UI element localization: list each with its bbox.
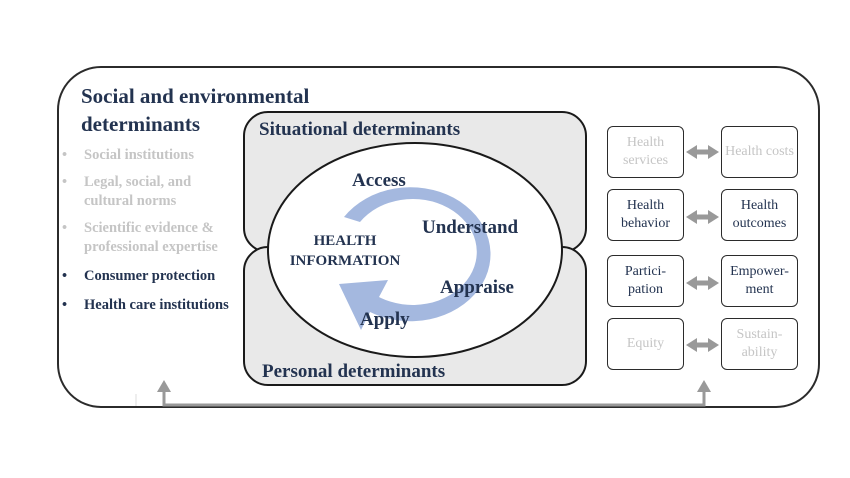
determinant-label: Legal, social, and cultural norms: [84, 174, 192, 209]
bullet-icon: •: [62, 220, 68, 236]
determinant-item: • Health care institutions: [62, 296, 237, 315]
situational-title: Situational determinants: [259, 119, 461, 140]
bottom-connector: [162, 392, 706, 407]
bullet-icon: •: [62, 297, 68, 313]
double-arrow-row-3: [686, 276, 719, 290]
double-arrow-row-4: [686, 338, 719, 352]
bullet-icon: •: [62, 268, 68, 284]
cycle-label-appraise: Appraise: [440, 277, 514, 298]
outcome-box-health-services: Health services: [607, 126, 684, 178]
cycle-label-access: Access: [352, 170, 406, 191]
outcome-box-health-behavior: Health behavior: [607, 189, 684, 241]
outcome-box-sustainability: Sustain- ability: [721, 318, 798, 370]
cycle-label-understand: Understand: [422, 217, 519, 238]
outcome-box-health-outcomes: Health outcomes: [721, 189, 798, 241]
main-title: Social and environmental determinants: [81, 84, 310, 136]
determinant-item: • Social institutions: [62, 146, 237, 165]
determinant-item: • Legal, social, and cultural norms: [62, 173, 237, 211]
cycle-label-apply: Apply: [360, 309, 410, 330]
personal-title: Personal determinants: [262, 361, 446, 382]
center-ellipse: [267, 142, 563, 358]
center-label: HEALTH INFORMATION: [289, 233, 401, 269]
determinant-label: Consumer protection: [84, 268, 216, 284]
cycle-arrow: [339, 187, 491, 330]
outcome-box-participation: Partici- pation: [607, 255, 684, 307]
connector-arrowhead-right: [697, 380, 711, 392]
determinant-item: • Scientific evidence & professional expe…: [62, 219, 237, 257]
determinant-label: Scientific evidence & professional exper…: [84, 220, 218, 255]
outcome-box-empowerment: Empower- ment: [721, 255, 798, 307]
double-arrow-row-2: [686, 210, 719, 224]
determinant-item: • Consumer protection: [62, 267, 237, 286]
connector-arrowhead-left: [157, 380, 171, 392]
bullet-icon: •: [62, 174, 68, 190]
determinant-label: Social institutions: [84, 147, 194, 163]
outcome-box-health-costs: Health costs: [721, 126, 798, 178]
determinants-list: • Social institutions • Legal, social, and…: [62, 146, 237, 323]
double-arrow-row-1: [686, 145, 719, 159]
determinant-label: Health care institutions: [84, 297, 229, 313]
outcome-box-equity: Equity: [607, 318, 684, 370]
bullet-icon: •: [62, 147, 68, 163]
